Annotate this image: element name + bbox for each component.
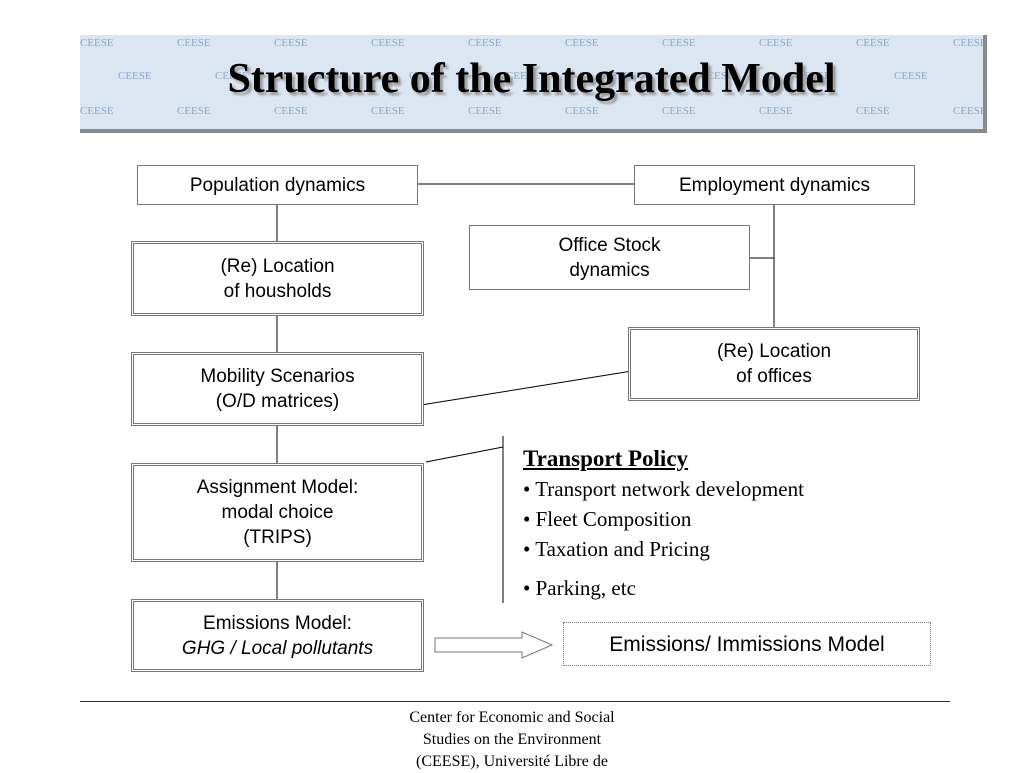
footer-text: Center for Economic and Social Studies o… [312, 707, 712, 773]
footer-line-3: (CEESE), Université Libre de [416, 753, 608, 770]
watermark-text: CEESE [759, 105, 793, 117]
employment-dynamics-label: Employment dynamics [678, 174, 871, 196]
watermark-text: CEESE [953, 105, 987, 117]
immissions-label: Emissions/ Immissions Model [609, 632, 885, 656]
policy-item: • Parking, etc [523, 576, 636, 600]
watermark-text: CEESE [80, 105, 114, 117]
mobility-line-1: Mobility Scenarios [200, 366, 355, 387]
title-banner: CEESE CEESE CEESE CEESE CEESE CEESE CEESE CEESE… [80, 35, 987, 133]
emissions-model-box: Emissions Model: GHG / Local pollutants [131, 599, 424, 672]
watermark-text: CEESE [468, 105, 502, 117]
page-title: Structure of the Integrated Model [227, 56, 836, 102]
footer-line-2: Studies on the Environment [422, 731, 602, 748]
emissions-immissions-box: Emissions/ Immissions Model [563, 622, 931, 666]
watermark-text: CEESE [409, 70, 443, 82]
reloc-households-line-1: (Re) Location [220, 255, 335, 277]
emissions-line-2: GHG / Local pollutants [181, 637, 374, 659]
mobility-scenarios-box: Mobility Scenarios (O/D matrices) [131, 352, 424, 426]
watermark-text: CEESE [274, 37, 308, 49]
watermark-text: CEESE [603, 70, 637, 82]
reloc-offices-line-1: (Re) Location [716, 341, 832, 362]
assignment-line-2: modal choice [221, 502, 334, 523]
office-stock-dynamics-box: Office Stock dynamics [469, 225, 750, 290]
footer-divider [80, 701, 950, 702]
policy-item: • Transport network development [523, 477, 804, 501]
policy-item: • Taxation and Pricing [523, 537, 710, 561]
watermark-text: CEESE [856, 37, 890, 49]
relocation-households-box: (Re) Location of housholds [131, 241, 424, 316]
watermark-text: CEESE [215, 70, 249, 82]
footer-line-1: Center for Economic and Social [409, 709, 615, 726]
watermark-text: CEESE [759, 37, 793, 49]
watermark-text: CEESE [565, 105, 599, 117]
mobility-line-2: (O/D matrices) [215, 391, 340, 412]
arrow-emissions-to-immissions [434, 631, 554, 659]
watermark-text: CEESE [662, 105, 696, 117]
watermark-text: CEESE [856, 105, 890, 117]
assignment-line-3: (TRIPS) [243, 527, 312, 548]
watermark-text: CEESE [177, 37, 211, 49]
population-dynamics-label: Population dynamics [189, 174, 366, 196]
watermark-text: CEESE [894, 70, 928, 82]
assignment-model-box: Assignment Model: modal choice (TRIPS) [131, 463, 424, 562]
watermark-text: CEESE [565, 37, 599, 49]
emissions-line-1: Emissions Model: [203, 612, 352, 634]
transport-policy-heading: Transport Policy [523, 446, 689, 471]
watermark-text: CEESE [274, 105, 308, 117]
relocation-offices-box: (Re) Location of offices [628, 327, 920, 401]
watermark-text: CEESE [312, 70, 346, 82]
assignment-line-1: Assignment Model: [196, 477, 359, 498]
watermark-text: CEESE [177, 105, 211, 117]
watermark-text: CEESE [506, 70, 540, 82]
office-stock-line-2: dynamics [569, 259, 650, 281]
link-offices-mobility [420, 370, 633, 406]
link-assignment-policy [425, 446, 504, 463]
reloc-households-line-2: of housholds [223, 280, 332, 302]
transport-policy: Transport Policy • Transport network dev… [523, 444, 804, 603]
employment-dynamics-box: Employment dynamics [634, 165, 915, 205]
reloc-offices-line-2: of offices [736, 366, 812, 387]
watermark-text: CEESE [371, 37, 405, 49]
population-dynamics-box: Population dynamics [137, 165, 418, 205]
office-stock-line-1: Office Stock [558, 234, 661, 256]
watermark-text: CEESE [953, 37, 987, 49]
watermark-text: CEESE [80, 37, 114, 49]
watermark-text: CEESE [662, 37, 696, 49]
watermark-text: CEESE [797, 70, 831, 82]
watermark-text: CEESE [700, 70, 734, 82]
watermark-text: CEESE [118, 70, 152, 82]
watermark-text: CEESE [468, 37, 502, 49]
watermark-text: CEESE [371, 105, 405, 117]
policy-item: • Fleet Composition [523, 507, 692, 531]
